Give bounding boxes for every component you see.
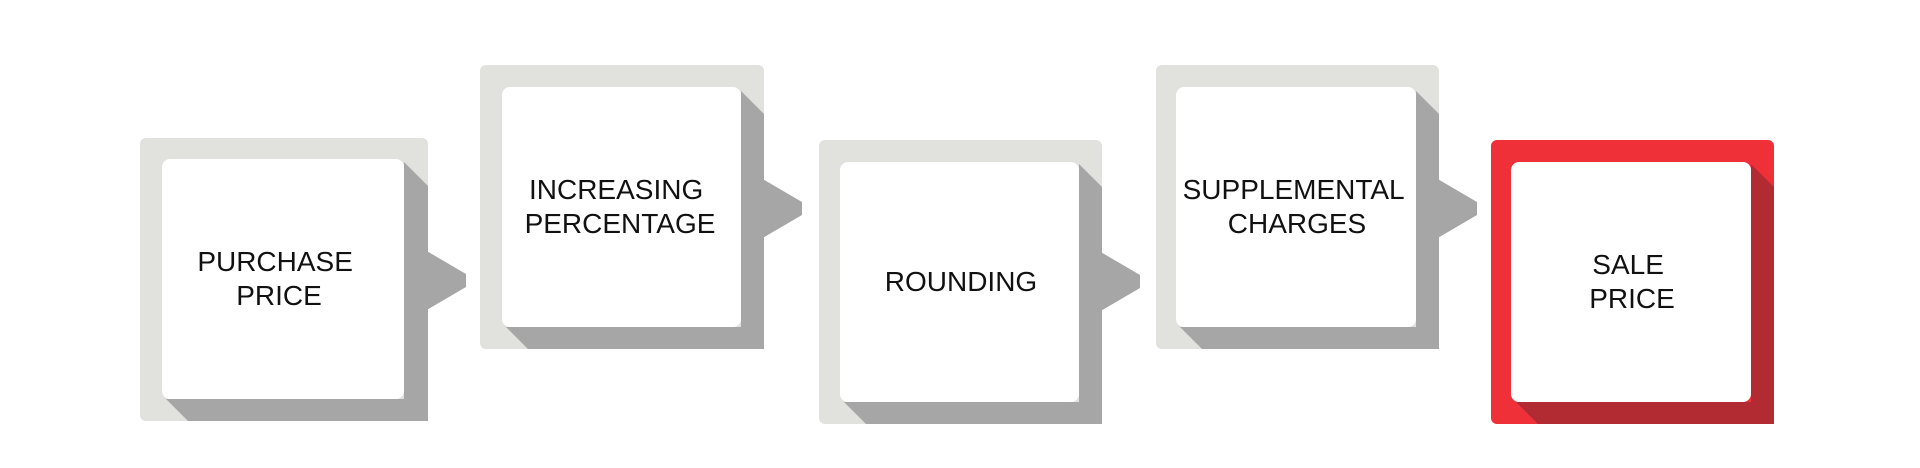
step-5-label-line-2: PRICE — [1589, 283, 1675, 314]
step-1-arrow-tab — [425, 250, 466, 311]
step-2-label-line-2: PERCENTAGE — [525, 208, 716, 239]
step-2-label: INCREASING PERCENTAGE — [525, 174, 716, 239]
step-4-label: SUPPLEMENTAL CHARGES — [1183, 174, 1412, 239]
step-1-label-line-1: PURCHASE — [197, 246, 353, 277]
step-2-arrow-tab — [761, 178, 802, 239]
step-increasing-percentage: INCREASING PERCENTAGE — [480, 65, 802, 349]
step-3-label-line-1: ROUNDING — [885, 266, 1037, 297]
step-5-card — [1511, 162, 1751, 402]
step-4-arrow-tab — [1436, 178, 1477, 239]
step-5-label: SALE PRICE — [1589, 249, 1675, 314]
step-3-arrow-tab — [1099, 251, 1140, 312]
step-1-label: PURCHASE PRICE — [197, 246, 360, 311]
step-5-label-line-1: SALE — [1592, 249, 1664, 280]
step-2-card — [502, 87, 741, 327]
step-3-card — [840, 162, 1079, 402]
step-4-label-line-2: CHARGES — [1228, 208, 1366, 239]
step-2-label-line-1: INCREASING — [529, 174, 703, 205]
step-1-card — [162, 159, 404, 399]
step-1-label-line-2: PRICE — [236, 280, 322, 311]
step-purchase-price: PURCHASE PRICE — [140, 138, 466, 421]
step-4-card — [1176, 87, 1416, 327]
step-4-label-line-1: SUPPLEMENTAL — [1183, 174, 1404, 205]
step-sale-price: SALE PRICE — [1491, 140, 1774, 424]
step-rounding: ROUNDING — [819, 140, 1140, 424]
step-supplemental-charges: SUPPLEMENTAL CHARGES — [1156, 65, 1477, 349]
step-3-label: ROUNDING — [885, 266, 1037, 297]
